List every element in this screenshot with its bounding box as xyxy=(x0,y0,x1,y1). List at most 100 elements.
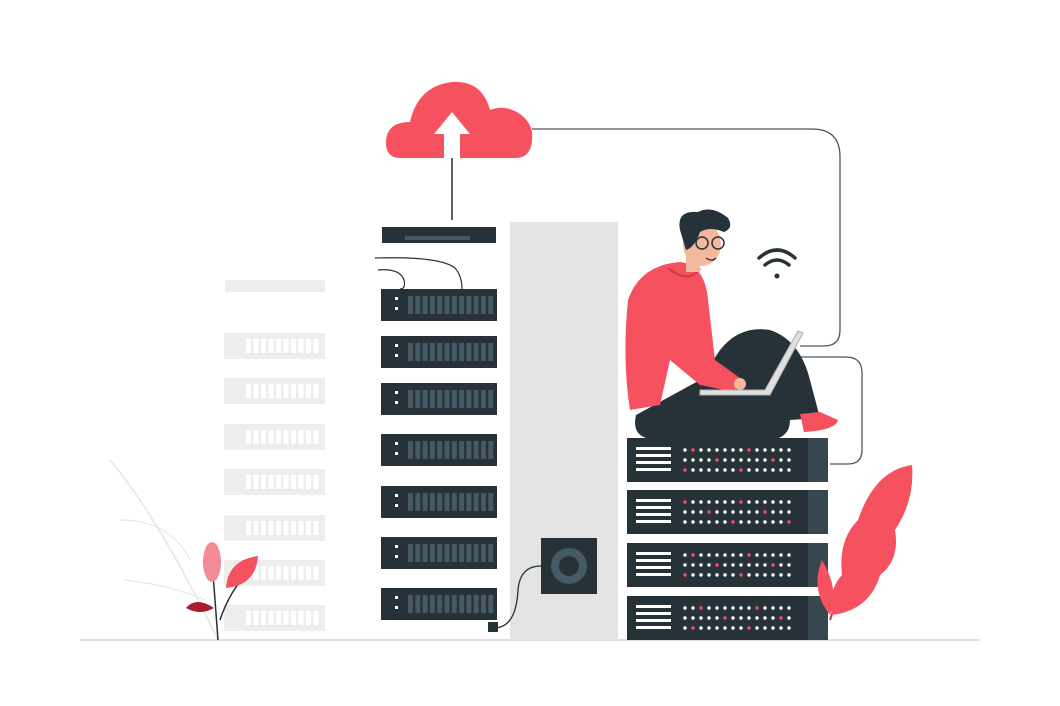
status-led xyxy=(755,500,759,504)
faded-unit-slot xyxy=(261,521,266,535)
status-led xyxy=(723,606,727,610)
status-led xyxy=(771,458,775,462)
status-led xyxy=(739,448,743,452)
status-led xyxy=(699,573,703,577)
faded-unit-slot xyxy=(276,611,281,625)
server-slot xyxy=(408,296,413,314)
status-led xyxy=(699,510,703,514)
status-led xyxy=(715,500,719,504)
faded-unit-slot xyxy=(298,339,304,353)
server-led xyxy=(395,494,398,497)
faded-unit-slot xyxy=(253,566,259,580)
status-led xyxy=(723,448,727,452)
server-slot xyxy=(481,544,486,562)
status-led xyxy=(683,510,687,514)
server-slot xyxy=(415,390,421,408)
vent-line xyxy=(636,573,671,576)
status-led xyxy=(723,500,727,504)
server-slot xyxy=(466,544,472,562)
faded-unit-slot xyxy=(283,339,289,353)
server-slot xyxy=(444,343,450,361)
faded-unit-slot xyxy=(261,611,266,625)
status-led xyxy=(699,626,703,630)
faded-unit-slot xyxy=(253,339,259,353)
server-slot xyxy=(488,441,494,459)
stack-server-unit xyxy=(627,543,827,587)
status-led xyxy=(755,606,759,610)
status-led xyxy=(683,616,687,620)
status-led xyxy=(715,563,719,567)
server-slot xyxy=(459,544,465,562)
status-led xyxy=(715,553,719,557)
status-led xyxy=(715,448,719,452)
status-led xyxy=(779,563,783,567)
server-slot xyxy=(466,296,472,314)
status-led xyxy=(715,468,719,472)
status-led xyxy=(763,563,767,567)
wifi-icon xyxy=(757,248,797,279)
person-with-laptop xyxy=(625,209,838,440)
faded-unit-slot xyxy=(298,566,304,580)
server-led xyxy=(395,354,398,357)
status-led xyxy=(763,500,767,504)
server-slot xyxy=(466,595,472,613)
status-led xyxy=(787,458,791,462)
faded-server-rack xyxy=(224,280,325,631)
status-led xyxy=(715,458,719,462)
status-led xyxy=(779,606,783,610)
faded-unit-slot xyxy=(291,521,296,535)
status-led xyxy=(723,468,727,472)
server-slot xyxy=(408,390,413,408)
server-slot xyxy=(481,441,486,459)
server-slot xyxy=(473,493,479,511)
status-led xyxy=(747,573,751,577)
server-slot xyxy=(429,441,435,459)
vent-line xyxy=(636,626,671,629)
server-led xyxy=(395,504,398,507)
status-led xyxy=(763,626,767,630)
status-led xyxy=(787,510,791,514)
status-led xyxy=(747,520,751,524)
server-slot xyxy=(429,390,435,408)
faded-unit-slot xyxy=(291,430,296,444)
status-led xyxy=(739,606,743,610)
server-slot xyxy=(488,544,494,562)
server-slot xyxy=(466,343,472,361)
server-slot xyxy=(488,343,494,361)
status-led xyxy=(787,448,791,452)
server-slot xyxy=(488,296,494,314)
server-slot xyxy=(422,493,428,511)
status-led xyxy=(699,563,703,567)
status-led xyxy=(707,448,711,452)
server-led xyxy=(395,545,398,548)
cloud-upload-icon xyxy=(385,81,533,220)
server-slot xyxy=(459,343,465,361)
faded-unit-slot xyxy=(268,430,274,444)
status-led xyxy=(691,573,695,577)
status-led xyxy=(747,468,751,472)
server-slot xyxy=(466,390,472,408)
status-led xyxy=(691,458,695,462)
status-led xyxy=(699,500,703,504)
server-slot xyxy=(408,595,413,613)
status-led xyxy=(763,606,767,610)
status-led xyxy=(747,606,751,610)
faded-unit-slot xyxy=(313,521,319,535)
faded-unit-slot xyxy=(276,475,281,489)
status-led xyxy=(755,458,759,462)
status-led xyxy=(723,563,727,567)
status-led xyxy=(723,520,727,524)
server-slot xyxy=(481,343,486,361)
status-led xyxy=(723,626,727,630)
server-slot xyxy=(437,441,443,459)
server-led xyxy=(395,401,398,404)
server-slot xyxy=(481,595,486,613)
status-led xyxy=(771,563,775,567)
status-led xyxy=(747,500,751,504)
faded-unit-slot xyxy=(268,384,274,398)
faded-unit-slot xyxy=(306,339,311,353)
status-led xyxy=(779,553,783,557)
server-slot xyxy=(451,544,457,562)
status-led xyxy=(747,510,751,514)
status-led xyxy=(787,563,791,567)
